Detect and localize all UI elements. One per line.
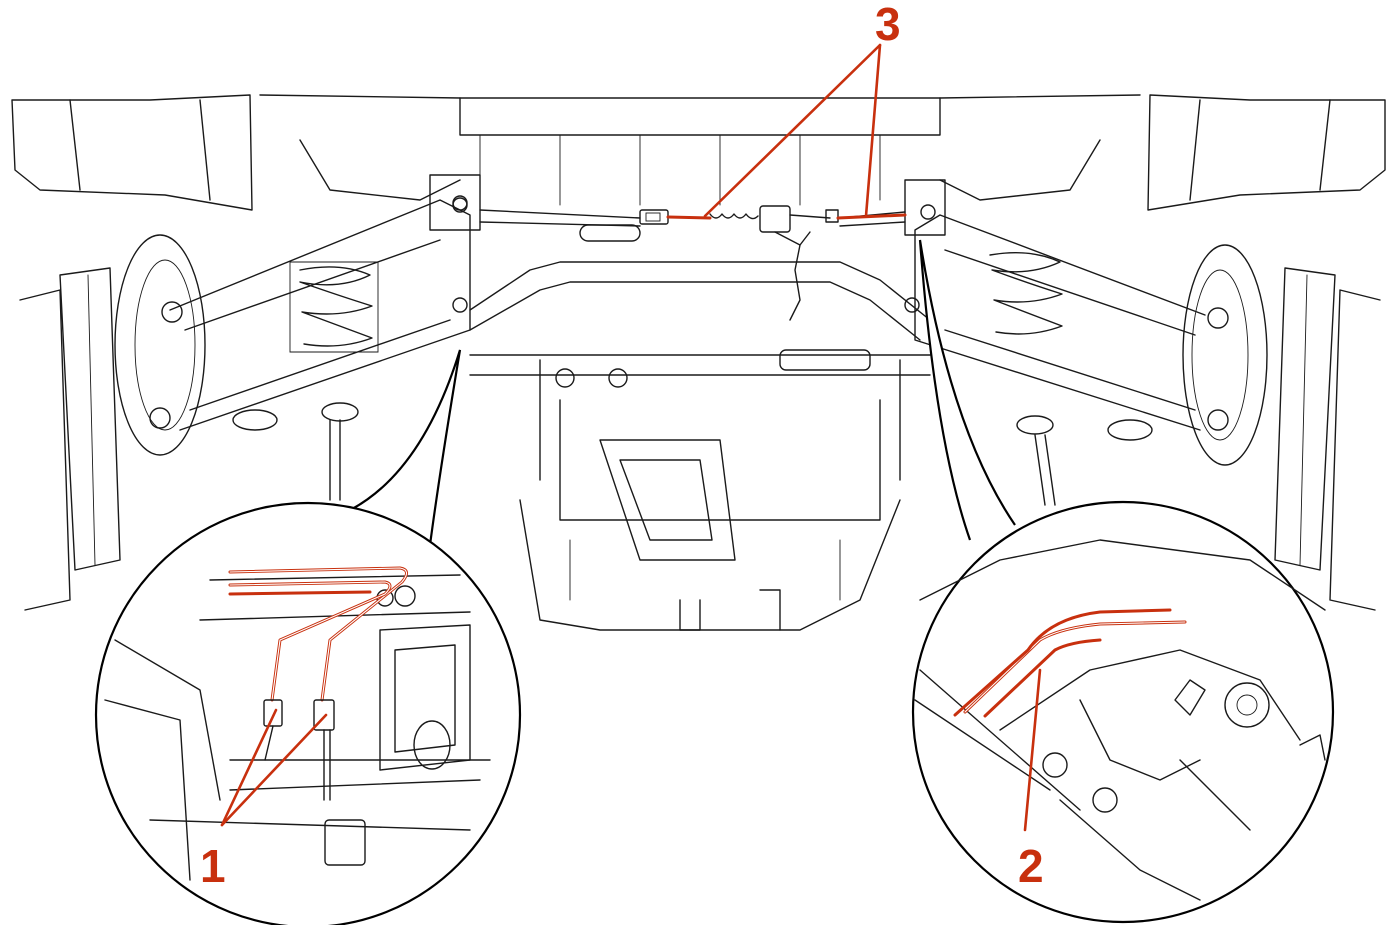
callout-number-1: 1: [200, 840, 226, 892]
callout-number-3: 3: [875, 0, 901, 50]
center-underbody: [519, 399, 901, 631]
vehicle-underbody: [11, 94, 1386, 611]
callout-leaders: [220, 43, 1042, 832]
left-wheel-hub: [114, 234, 206, 456]
right-control-arm: [904, 179, 1206, 506]
left-coil-spring: [289, 261, 379, 353]
right-wheel-hub: [1182, 244, 1268, 466]
rear-cross-member: [429, 174, 931, 481]
left-control-arm: [169, 197, 471, 501]
right-detail-callout: [911, 239, 1335, 924]
right-coil-spring: [989, 251, 1063, 335]
callout-number-2: 2: [1018, 840, 1044, 892]
parking-brake-cable: [639, 205, 907, 321]
left-detail-callout: [94, 349, 522, 925]
